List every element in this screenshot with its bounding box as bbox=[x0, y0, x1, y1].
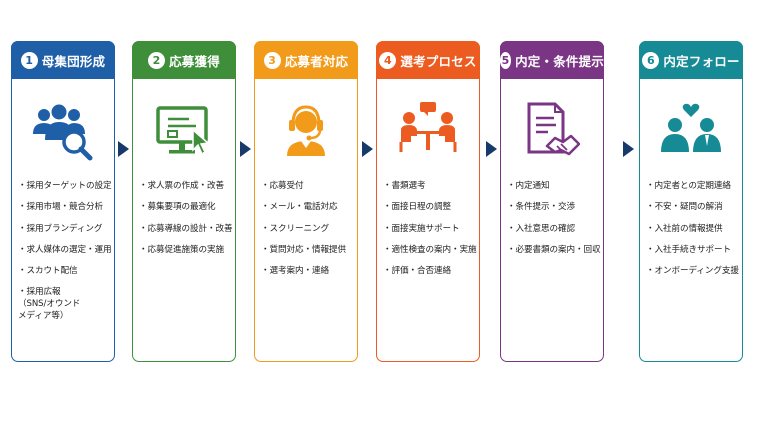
list-item: 入社手続きサポート bbox=[646, 244, 740, 256]
step-number: 1 bbox=[20, 51, 38, 69]
list-item: 適性検査の案内・実施 bbox=[383, 244, 477, 256]
step-header: 4 選考プロセス bbox=[376, 41, 480, 79]
step-items: 応募受付 メール・電話対応 スクリーニング 質問対応・情報提供 選考案内・連絡 bbox=[261, 180, 355, 286]
list-item: スカウト配信 bbox=[18, 265, 112, 277]
interview-icon bbox=[399, 102, 457, 152]
step-items: 内定通知 条件提示・交渉 入社意思の確認 必要書類の案内・回収 bbox=[507, 180, 601, 265]
list-item: 採用ターゲットの設定 bbox=[18, 180, 112, 192]
step-title: 内定フォロー bbox=[663, 53, 740, 69]
list-item: 入社意思の確認 bbox=[507, 223, 601, 235]
monitor-cursor-icon bbox=[156, 106, 210, 156]
arrow-icon bbox=[240, 141, 251, 157]
list-item: 入社前の情報提供 bbox=[646, 223, 740, 235]
list-item: スクリーニング bbox=[261, 223, 355, 235]
step-header: 3 応募者対応 bbox=[254, 41, 358, 79]
arrow-icon bbox=[486, 141, 497, 157]
step-items: 求人票の作成・改善 募集要項の最適化 応募導線の設計・改善 応募促進施策の実施 bbox=[139, 180, 233, 265]
list-item: 採用広報 （SNS/オウンド メディア等） bbox=[18, 286, 112, 322]
list-item: 条件提示・交渉 bbox=[507, 201, 601, 213]
list-item: メール・電話対応 bbox=[261, 201, 355, 213]
step-header: 1 母集団形成 bbox=[11, 41, 115, 79]
step-items: 採用ターゲットの設定 採用市場・競合分析 採用ブランディング 求人媒体の選定・運… bbox=[18, 180, 112, 332]
step-title: 内定・条件提示 bbox=[515, 53, 604, 69]
step-title: 応募獲得 bbox=[169, 53, 220, 69]
list-item: 募集要項の最適化 bbox=[139, 201, 233, 213]
list-item: オンボーディング支援 bbox=[646, 265, 740, 277]
step-items: 内定者との定期連絡 不安・疑問の解消 入社前の情報提供 入社手続きサポート オン… bbox=[646, 180, 740, 286]
step-items: 書類選考 面接日程の調整 面接実施サポート 適性検査の案内・実施 評価・合否連絡 bbox=[383, 180, 477, 286]
list-item: 内定通知 bbox=[507, 180, 601, 192]
step-number: 5 bbox=[500, 51, 512, 69]
step-header: 2 応募獲得 bbox=[132, 41, 236, 79]
step-header: 5 内定・条件提示 bbox=[500, 41, 604, 79]
arrow-icon bbox=[362, 141, 373, 157]
list-item: 面接実施サポート bbox=[383, 223, 477, 235]
list-item: 採用市場・競合分析 bbox=[18, 201, 112, 213]
step-number: 6 bbox=[642, 51, 660, 69]
list-item: 質問対応・情報提供 bbox=[261, 244, 355, 256]
list-item: 採用ブランディング bbox=[18, 223, 112, 235]
step-title: 応募者対応 bbox=[284, 53, 349, 69]
list-item: 選考案内・連絡 bbox=[261, 265, 355, 277]
document-handshake-icon bbox=[527, 102, 581, 156]
step-card-5: 5 内定・条件提示 内定通知 条件提示・交渉 入社意思の確認 必要書類の案内・回… bbox=[500, 41, 604, 362]
list-item: 面接日程の調整 bbox=[383, 201, 477, 213]
list-item: 内定者との定期連絡 bbox=[646, 180, 740, 192]
step-card-4: 4 選考プロセス 書類選考 面接日程の調整 面接実施サポート 適性検査の案内・実… bbox=[376, 41, 480, 362]
arrow-icon bbox=[118, 141, 129, 157]
step-number: 4 bbox=[379, 51, 397, 69]
step-header: 6 内定フォロー bbox=[639, 41, 743, 79]
list-item: 不安・疑問の解消 bbox=[646, 201, 740, 213]
step-card-3: 3 応募者対応 応募受付 メール・電話対応 スクリーニング 質問対応・情報提供 … bbox=[254, 41, 358, 362]
step-card-2: 2 応募獲得 求人票の作成・改善 募集要項の最適化 応募導線の設計・改善 応募促… bbox=[132, 41, 236, 362]
people-heart-icon bbox=[661, 103, 721, 152]
list-item: 求人票の作成・改善 bbox=[139, 180, 233, 192]
headset-operator-icon bbox=[287, 105, 325, 156]
people-search-icon bbox=[33, 104, 93, 161]
step-title: 母集団形成 bbox=[41, 53, 106, 69]
list-item: 応募促進施策の実施 bbox=[139, 244, 233, 256]
step-card-6: 6 内定フォロー 内定者との定期連絡 不安・疑問の解消 入社前の情報提供 入社手… bbox=[639, 41, 743, 362]
step-title: 選考プロセス bbox=[400, 53, 477, 69]
arrow-icon bbox=[623, 141, 634, 157]
list-item: 書類選考 bbox=[383, 180, 477, 192]
list-item: 応募導線の設計・改善 bbox=[139, 223, 233, 235]
list-item: 応募受付 bbox=[261, 180, 355, 192]
step-number: 2 bbox=[148, 51, 166, 69]
step-number: 3 bbox=[263, 51, 281, 69]
list-item: 評価・合否連絡 bbox=[383, 265, 477, 277]
step-card-1: 1 母集団形成 採用ターゲットの設定 採用市場・競合分析 採用ブランディング 求… bbox=[11, 41, 115, 362]
list-item: 必要書類の案内・回収 bbox=[507, 244, 601, 256]
list-item: 求人媒体の選定・運用 bbox=[18, 244, 112, 256]
